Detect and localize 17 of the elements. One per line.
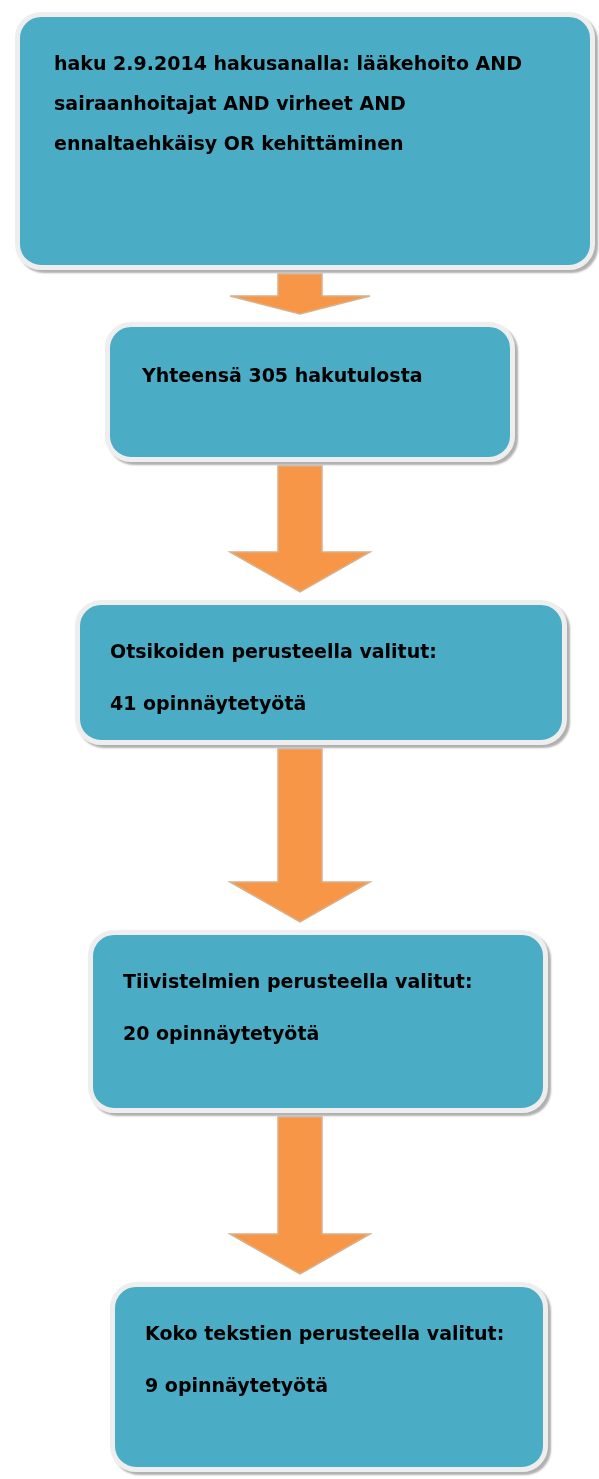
process-box	[75, 600, 567, 745]
process-box	[88, 930, 548, 1113]
box-text: 20 opinnäytetyötä	[123, 1021, 321, 1046]
process-box	[15, 12, 595, 270]
box-text: Yhteensä 305 hakutulosta	[142, 363, 424, 388]
box-text: Koko tekstien perusteella valitut:	[145, 1321, 506, 1346]
arrow	[227, 748, 373, 923]
process-box	[105, 322, 515, 462]
arrow	[227, 1116, 373, 1275]
box-text: 41 opinnäytetyötä	[110, 691, 308, 716]
box-text: Otsikoiden perusteella valitut:	[110, 639, 438, 664]
box-text: Tiivistelmien perusteella valitut:	[123, 969, 474, 994]
process-box	[110, 1282, 548, 1472]
box-text: 9 opinnäytetyötä	[145, 1373, 330, 1398]
arrow	[227, 465, 373, 593]
box-text: haku 2.9.2014 hakusanalla: lääkehoito AND sairaanhoitajat AND virheet AND ennaltaehkäisy OR kehittäminen	[54, 51, 523, 156]
arrow	[229, 273, 371, 315]
